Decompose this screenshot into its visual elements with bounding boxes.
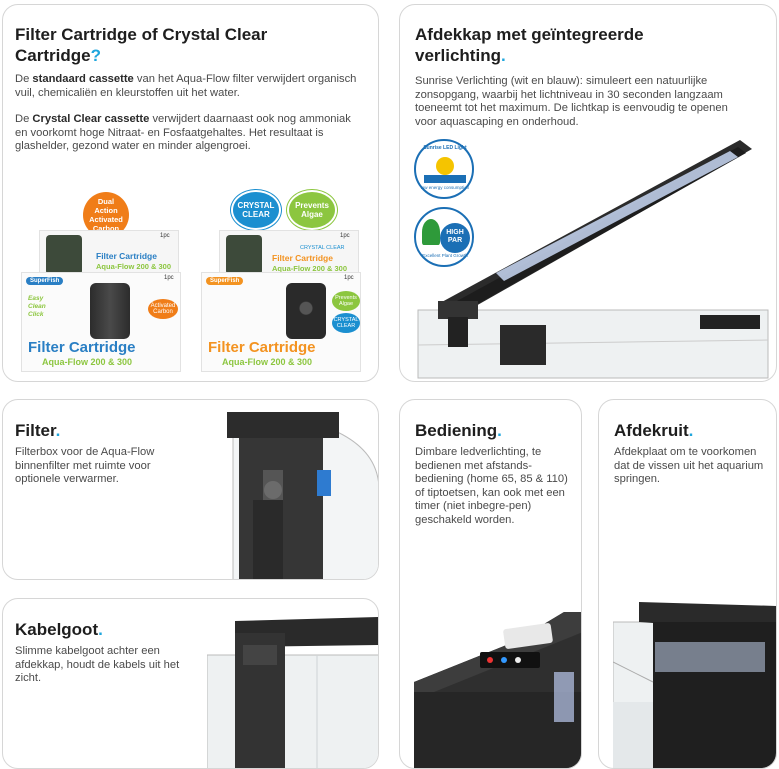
title-punct: . xyxy=(500,46,506,65)
back-label: CRYSTAL CLEAR xyxy=(300,245,345,251)
badge-prevents-algae: Prevents Algae xyxy=(287,190,337,230)
package-standard: Dual Action Activated Carbon 1pc Filter … xyxy=(21,190,181,375)
card-body: Afdekplaat om te voorkomen dat de vissen… xyxy=(614,446,764,486)
tag-badge: Activated Carbon xyxy=(148,299,178,319)
sunrise-led-seal: Sunrise LED Light low energy consumption xyxy=(414,139,474,199)
card-title: Kabelgoot. xyxy=(15,619,103,640)
text: van het Aqua-Flow filter verwijdert orga… xyxy=(15,73,357,99)
feature-label: Easy Clean Click xyxy=(28,295,46,318)
card-filter-cartridge: Filter Cartridge of Crystal Clear Cartri… xyxy=(2,4,379,382)
filter-illustration xyxy=(227,412,378,579)
card-title: Afdekruit. xyxy=(614,420,693,441)
cartridge-image xyxy=(286,283,326,339)
tag-crystal-clear: CRYSTAL CLEAR xyxy=(332,313,360,333)
cartridge-image xyxy=(90,283,130,339)
card-bediening: Bediening. Dimbare ledverlichting, te be… xyxy=(399,399,582,769)
card-body: Dimbare ledverlichting, te bedienen met … xyxy=(415,446,568,526)
seal-ring-text: Excellent Plant Growth xyxy=(422,253,468,258)
fish-image xyxy=(226,235,262,275)
back-subtitle: Aqua-Flow 200 & 300 xyxy=(96,262,172,271)
brand-logo: SuperFish xyxy=(206,277,244,285)
seal-ring-text: Sunrise LED Light xyxy=(423,145,467,151)
badge-text: Prevents Algae xyxy=(295,201,329,219)
seal-sub-text: low energy consumption xyxy=(420,185,470,190)
badge-text: Dual Action Activated Carbon xyxy=(89,197,123,233)
text: De xyxy=(15,113,33,125)
bold-text: Crystal Clear cassette xyxy=(32,113,150,125)
badge-crystal-clear: CRYSTAL CLEAR xyxy=(231,190,281,230)
fish-image xyxy=(46,235,82,275)
count-label: 1pc xyxy=(164,275,174,281)
cover-glass-illustration xyxy=(613,602,776,768)
back-title: Filter Cartridge xyxy=(96,251,157,261)
card-afdekruit: Afdekruit. Afdekplaat om te voorkomen da… xyxy=(598,399,777,769)
front-title: Filter Cartridge xyxy=(208,339,316,356)
title-text: Kabelgoot xyxy=(15,620,99,639)
package-front-box: SuperFish 1pc Prevents Algae CRYSTAL CLE… xyxy=(201,272,361,372)
package-front-box: SuperFish 1pc Easy Clean Click Activated… xyxy=(21,272,181,372)
badge-text: CRYSTAL CLEAR xyxy=(237,201,275,219)
title-line-1: Afdekkap met geïntegreerde xyxy=(415,25,644,44)
title-punct: . xyxy=(497,421,502,440)
count-label: 1pc xyxy=(340,233,350,239)
title-line-2: verlichting xyxy=(415,46,501,65)
water-band xyxy=(424,175,466,183)
card-paragraph-1: De standaard cassette van het Aqua-Flow … xyxy=(15,73,360,100)
card-body: Slimme kabelgoot achter een afdekkap, ho… xyxy=(15,645,180,685)
card-title: Bediening. xyxy=(415,420,502,441)
title-text: Bediening xyxy=(415,421,498,440)
count-label: 1pc xyxy=(344,275,354,281)
card-afdekkap: Afdekkap met geïntegreerde verlichting. … xyxy=(399,4,777,382)
back-title: Filter Cartridge xyxy=(272,253,333,263)
package-back-box: 1pc CRYSTAL CLEAR Filter Cartridge Aqua-… xyxy=(219,230,359,280)
title-text: Afdekruit xyxy=(614,421,689,440)
title-line-1: Filter Cartridge of Crystal Clear xyxy=(15,25,268,44)
card-filter: Filter. Filterbox voor de Aqua-Flow binn… xyxy=(2,399,379,580)
card-kabelgoot: Kabelgoot. Slimme kabelgoot achter een a… xyxy=(2,598,379,769)
front-title: Filter Cartridge xyxy=(28,339,136,356)
front-subtitle: Aqua-Flow 200 & 300 xyxy=(222,357,313,367)
card-title: Filter. xyxy=(15,420,60,441)
title-text: Filter xyxy=(15,421,56,440)
seal-par-text: HIGH PAR xyxy=(446,229,464,244)
title-punct: . xyxy=(98,620,103,639)
title-punct: ? xyxy=(90,46,101,65)
text: verwijdert daarnaast ook nog ammoniak en… xyxy=(15,113,351,153)
plant-icon xyxy=(422,219,440,245)
text: De xyxy=(15,73,33,85)
card-title: Filter Cartridge of Crystal Clear Cartri… xyxy=(15,24,375,66)
bold-text: standaard cassette xyxy=(32,73,134,85)
card-body: Filterbox voor de Aqua-Flow binnenfilter… xyxy=(15,446,155,486)
par-circle xyxy=(440,223,470,253)
title-punct: . xyxy=(688,421,694,440)
brand-logo: SuperFish xyxy=(26,277,64,285)
sun-icon xyxy=(436,157,454,175)
package-crystal-clear: CRYSTAL CLEAR Prevents Algae 1pc CRYSTAL… xyxy=(201,190,371,375)
title-punct: . xyxy=(55,421,61,440)
control-illustration xyxy=(414,612,581,768)
card-title: Afdekkap met geïntegreerde verlichting. xyxy=(415,24,770,66)
cable-duct-illustration xyxy=(207,617,378,768)
front-subtitle: Aqua-Flow 200 & 300 xyxy=(42,357,133,367)
count-label: 1pc xyxy=(160,233,170,239)
card-body: Sunrise Verlichting (wit en blauw): simu… xyxy=(415,75,728,128)
card-paragraph-2: De Crystal Clear cassette verwijdert daa… xyxy=(15,113,360,154)
back-subtitle: Aqua-Flow 200 & 300 xyxy=(272,264,348,273)
tag-prevents-algae: Prevents Algae xyxy=(332,291,360,311)
lamp-illustration xyxy=(417,140,769,379)
high-par-seal: HIGH PAR Excellent Plant Growth xyxy=(414,207,474,267)
title-line-2: Cartridge xyxy=(15,46,91,65)
